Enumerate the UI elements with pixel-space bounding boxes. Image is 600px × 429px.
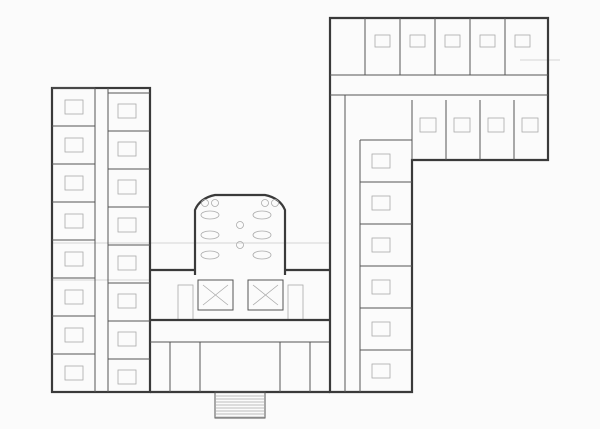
bed bbox=[444, 34, 461, 48]
bed bbox=[64, 289, 84, 305]
central-hall bbox=[177, 193, 304, 321]
bed bbox=[453, 117, 471, 133]
seat bbox=[252, 250, 272, 260]
bed bbox=[371, 321, 391, 337]
bed bbox=[117, 293, 137, 309]
seat bbox=[200, 210, 220, 220]
bed bbox=[117, 103, 137, 119]
bed bbox=[514, 34, 531, 48]
bed bbox=[64, 251, 84, 267]
bed bbox=[371, 363, 391, 379]
bed bbox=[64, 137, 84, 153]
chair bbox=[211, 199, 219, 207]
left-wing bbox=[50, 86, 152, 394]
bed bbox=[479, 34, 496, 48]
bed bbox=[371, 153, 391, 169]
bed bbox=[521, 117, 539, 133]
seat bbox=[200, 250, 220, 260]
right-wing bbox=[328, 16, 550, 394]
bed bbox=[64, 175, 84, 191]
chair bbox=[236, 241, 244, 249]
seat bbox=[252, 210, 272, 220]
seat bbox=[252, 230, 272, 240]
bed bbox=[371, 195, 391, 211]
chair bbox=[236, 221, 244, 229]
bed bbox=[64, 99, 84, 115]
bed bbox=[64, 327, 84, 343]
bed bbox=[371, 237, 391, 253]
chair bbox=[201, 199, 209, 207]
bed bbox=[117, 369, 137, 385]
seat bbox=[200, 230, 220, 240]
bed bbox=[409, 34, 426, 48]
bed bbox=[64, 365, 84, 381]
bed bbox=[117, 141, 137, 157]
bed bbox=[487, 117, 505, 133]
bed bbox=[117, 217, 137, 233]
bed bbox=[371, 279, 391, 295]
bed bbox=[117, 255, 137, 271]
chair bbox=[261, 199, 269, 207]
bed bbox=[419, 117, 437, 133]
bed bbox=[64, 213, 84, 229]
chair bbox=[271, 199, 279, 207]
entrance-stairs bbox=[214, 391, 266, 419]
bed bbox=[374, 34, 391, 48]
bed bbox=[117, 331, 137, 347]
bed bbox=[117, 179, 137, 195]
